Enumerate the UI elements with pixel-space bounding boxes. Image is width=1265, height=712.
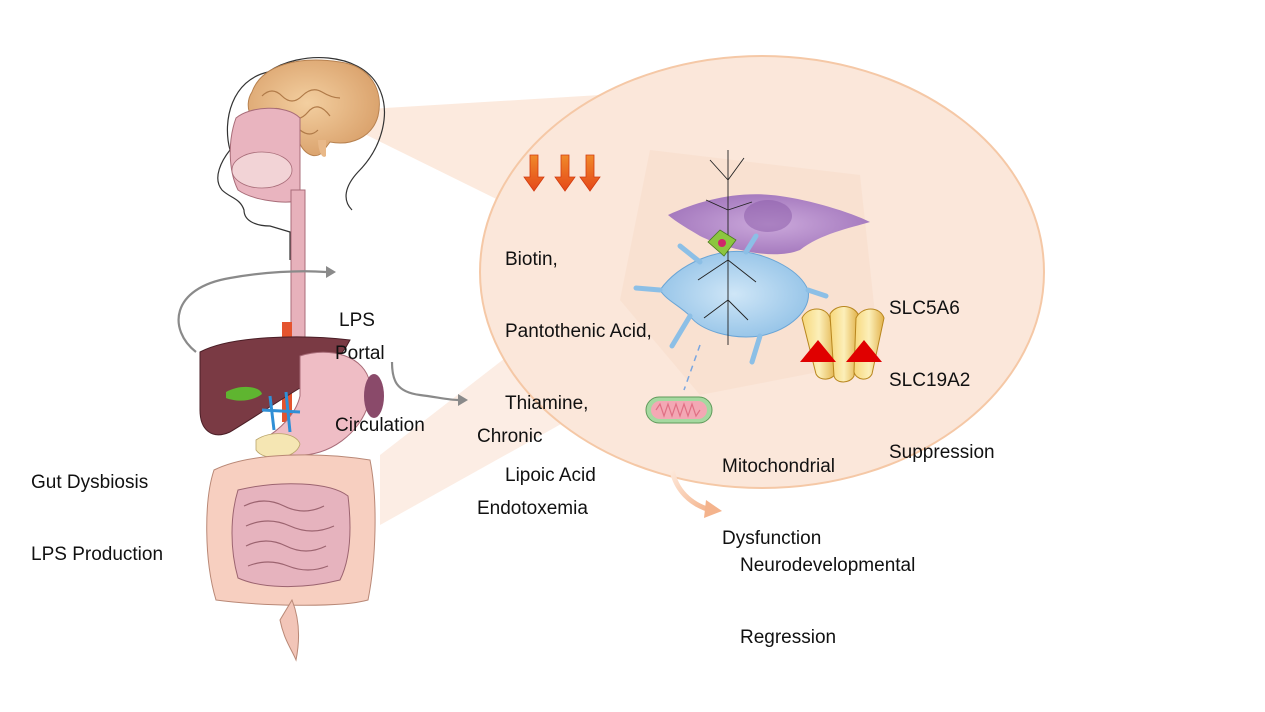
rectum (279, 598, 300, 662)
neuron-mito-dashed-link (683, 344, 701, 391)
lps-circulation-arrow (177, 270, 327, 353)
lps-label: LPS (339, 310, 375, 331)
nasal-oral-cavity (229, 107, 301, 203)
mitochondrial-dysfunction-label: Mitochondrial Dysfunction (722, 456, 835, 549)
chronic-endotoxemia-label: Chronic Endotoxemia (477, 426, 588, 519)
vitamins-label: Biotin, Pantothenic Acid, Thiamine, Lipo… (505, 249, 652, 486)
pancreas (255, 433, 301, 458)
lps-arrowhead (326, 266, 336, 278)
esophagus (290, 189, 306, 351)
small-intestine-icon (231, 483, 351, 588)
down-arrow-icon (554, 154, 576, 192)
outcome-arrowhead (704, 500, 722, 518)
gut-dysbiosis-label: Gut Dysbiosis LPS Production (31, 423, 163, 591)
hepatic-vessels (261, 391, 301, 433)
down-arrow-icon (579, 154, 601, 192)
mitochondrion-icon (645, 396, 713, 424)
gallbladder (226, 386, 262, 401)
endotoxemia-arrow (390, 361, 459, 402)
portal-circulation-label: Portal Circulation (335, 343, 425, 436)
transporter-suppression-label: SLC5A6 SLC19A2 Suppression (889, 298, 995, 463)
lps-production-text: LPS Production (31, 544, 164, 565)
neuron-glia-icon (633, 150, 870, 365)
gut-dysbiosis-text: Gut Dysbiosis (31, 472, 149, 493)
head-illustration (217, 56, 385, 260)
endotoxemia-arrowhead (458, 394, 468, 406)
spleen (364, 374, 384, 418)
up-arrow-icon (846, 340, 882, 362)
down-arrow-icon (523, 154, 545, 192)
neurodevelopmental-regression-label: Neurodevelopmental Regression (740, 555, 916, 648)
up-arrow-icon (800, 340, 836, 362)
